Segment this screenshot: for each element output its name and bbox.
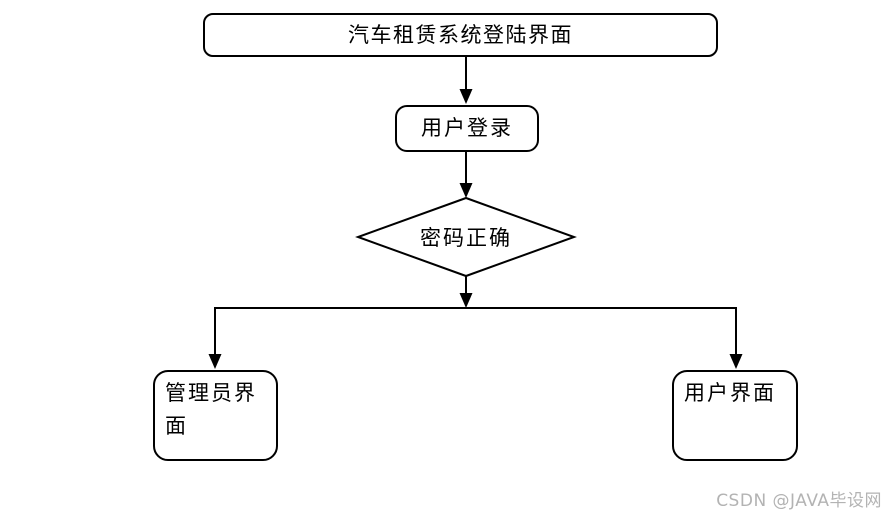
arrowhead-login-to-decision [459, 183, 473, 198]
node-password-correct-decision: 密码正确 [358, 198, 574, 276]
arrowhead-branch-to-admin [208, 354, 222, 369]
arrowhead-decision-to-branch [459, 293, 473, 308]
node-user-login-label: 用户登录 [421, 116, 513, 140]
node-user-interface: 用户界面 [672, 370, 798, 461]
node-password-correct-label: 密码正确 [420, 226, 512, 250]
arrowhead-branch-to-user [729, 354, 743, 369]
node-user-login: 用户登录 [395, 105, 539, 152]
node-admin-interface-label: 管理员界面 [165, 381, 257, 438]
node-login-screen-title: 汽车租赁系统登陆界面 [203, 13, 718, 57]
arrowhead-title-to-login [459, 89, 473, 104]
node-admin-interface: 管理员界面 [153, 370, 278, 461]
csdn-watermark: CSDN @JAVA毕设网 [716, 491, 882, 511]
node-user-interface-label: 用户界面 [684, 381, 776, 405]
node-login-screen-title-label: 汽车租赁系统登陆界面 [348, 22, 573, 47]
